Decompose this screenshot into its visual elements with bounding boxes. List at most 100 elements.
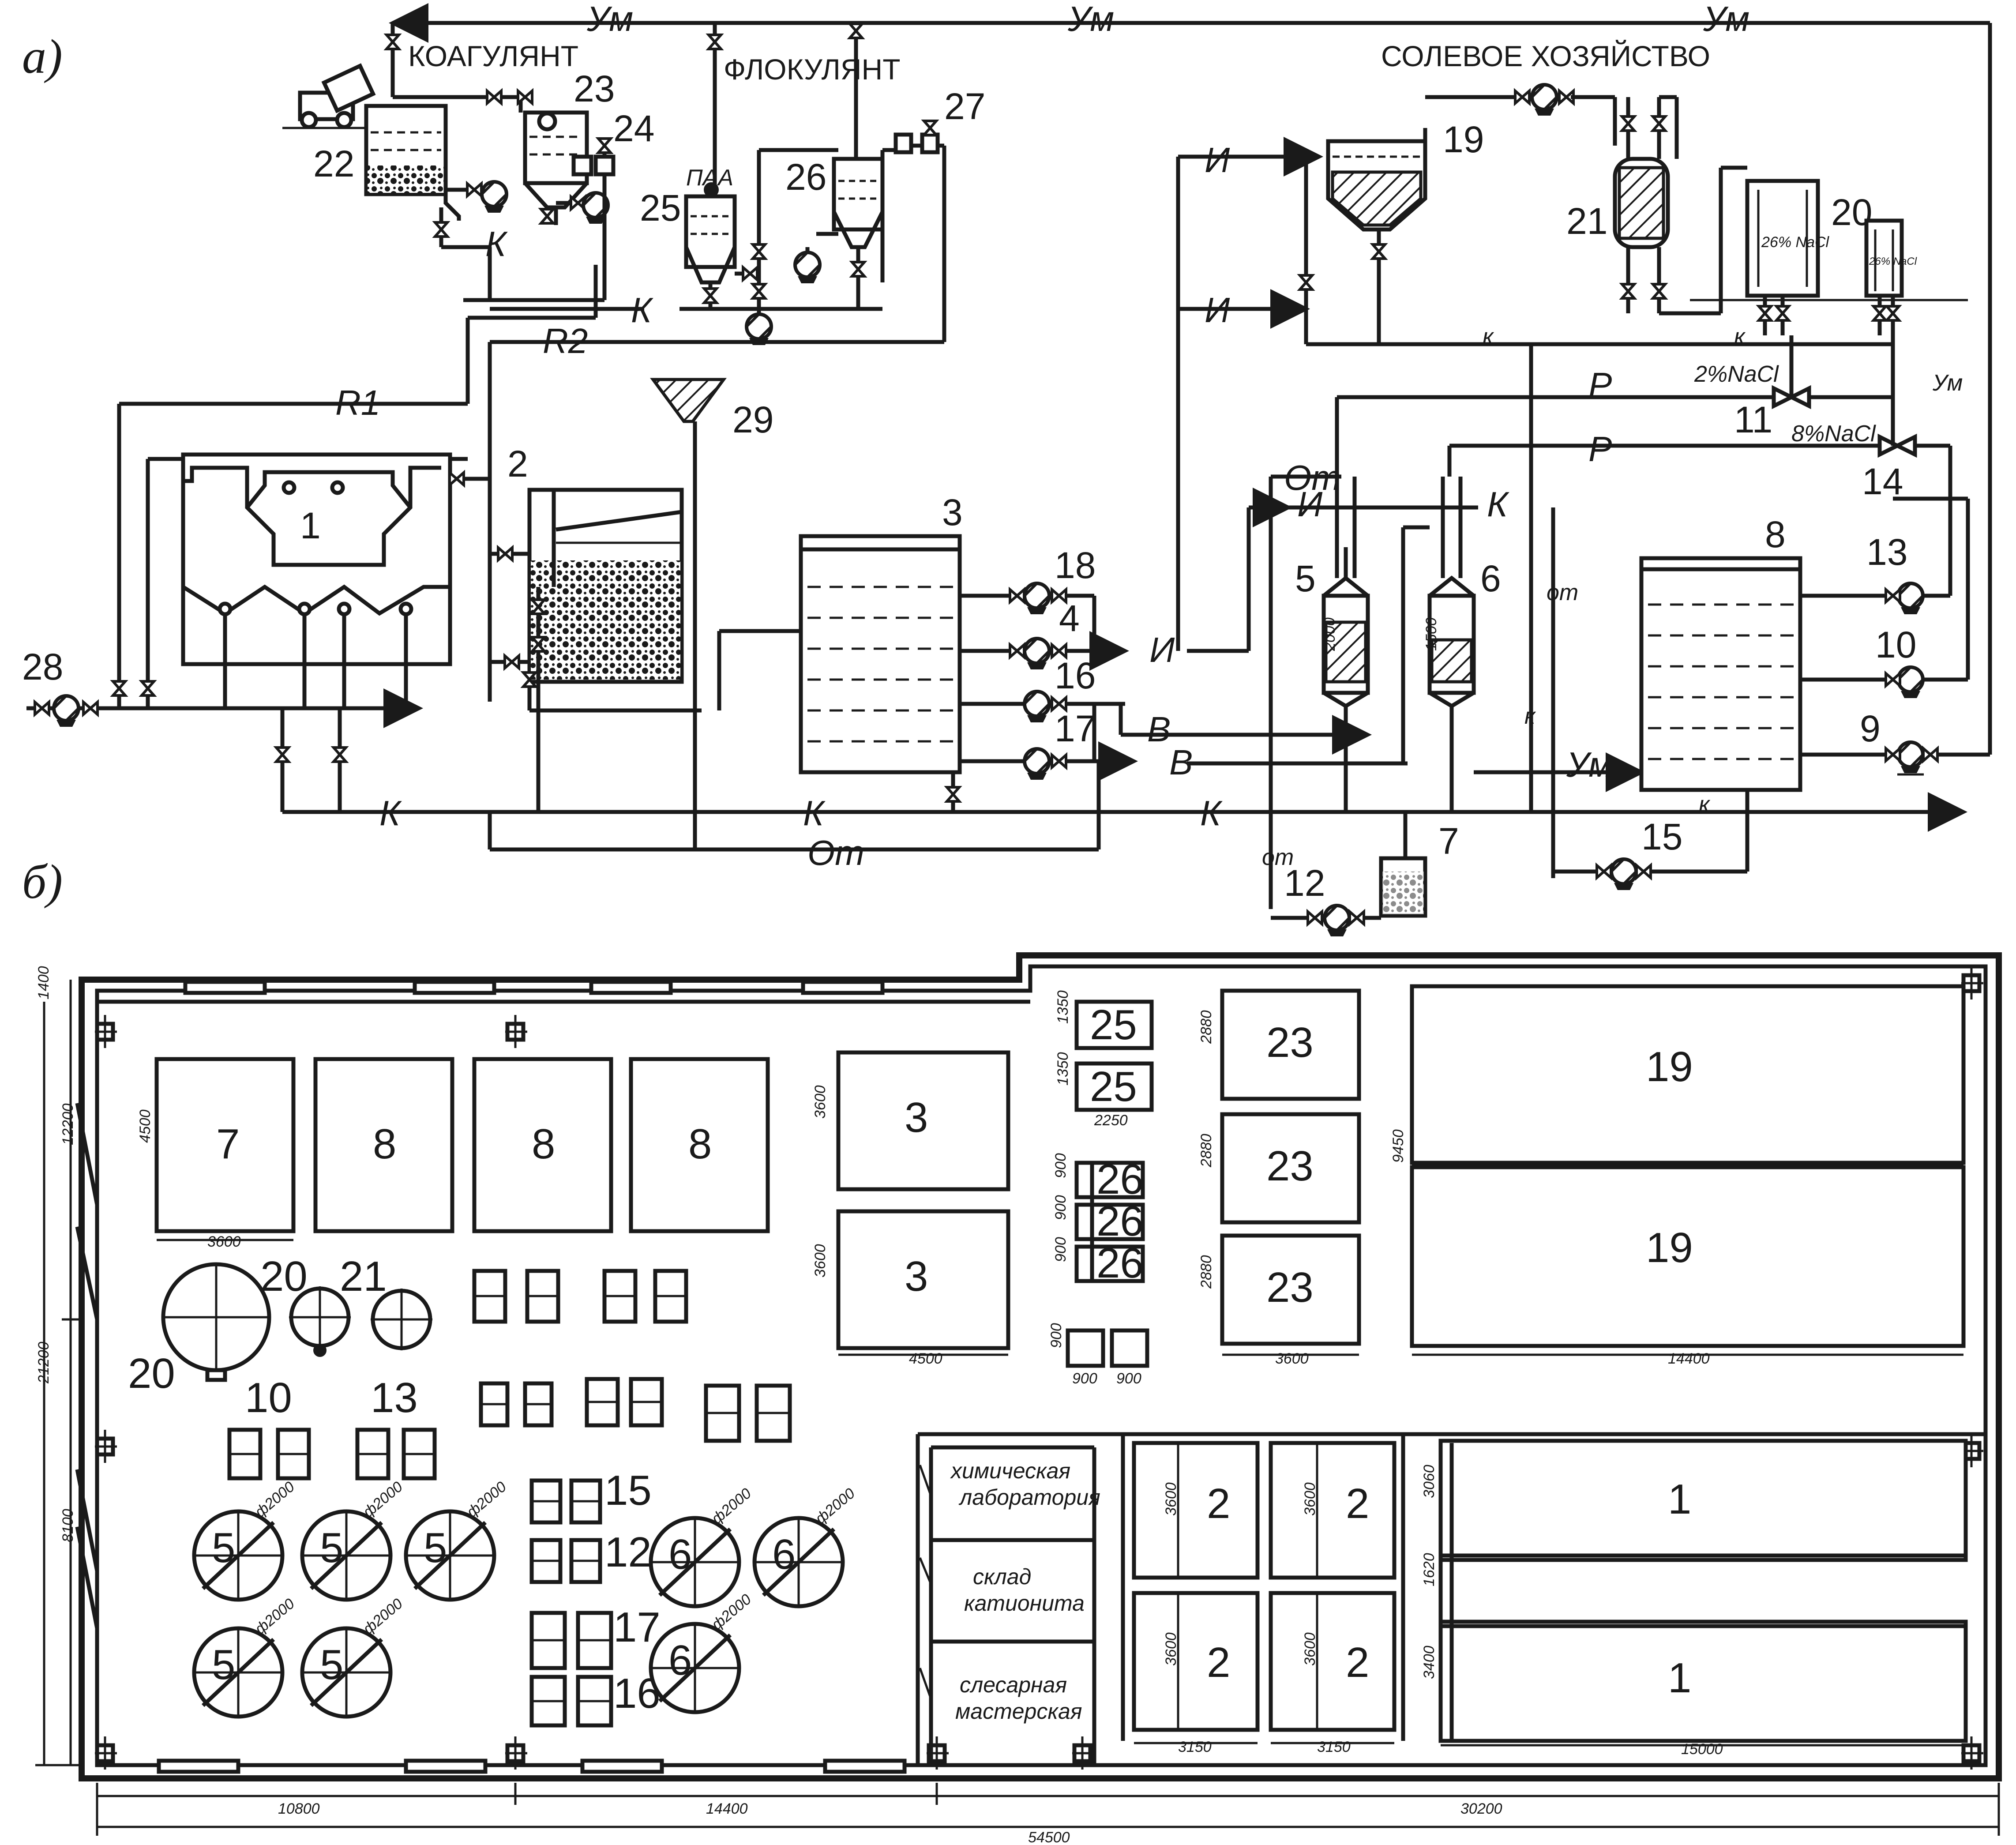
num-17: 17 [1055, 708, 1096, 749]
plan-num-3-a: 3 [905, 1094, 928, 1141]
plan-num-5-d: 5 [212, 1641, 235, 1688]
nacl-2-label: 2%NaCl [1694, 361, 1779, 387]
tank-7 [1379, 856, 1427, 918]
dim-4500-b: 4500 [909, 1350, 942, 1367]
dim-900-b: 900 [1052, 1195, 1069, 1220]
dim-3600-d: 3600 [1275, 1350, 1309, 1367]
dim-1400: 1400 [35, 966, 52, 1000]
line-label-k-6: к [1699, 792, 1711, 817]
dim-900-e: 900 [1116, 1370, 1141, 1387]
plan-num-8-a: 8 [373, 1120, 396, 1168]
plan-num-20-b: 20 [260, 1253, 308, 1300]
line-label-k-2: К [631, 290, 653, 330]
phi-5-d: ф2000 [252, 1595, 298, 1638]
plan-num-5-c: 5 [424, 1524, 447, 1571]
phi-5-b: ф2000 [360, 1478, 406, 1521]
plan-num-2-c: 2 [1207, 1639, 1230, 1686]
dim-1350-a: 1350 [1055, 990, 1071, 1024]
nacl-26-label-1: 26% NaCl [1761, 234, 1830, 251]
plan-num-5-a: 5 [212, 1524, 235, 1571]
softener-5 [1321, 477, 1370, 812]
salt-section-label: СОЛЕВОЕ ХОЗЯЙСТВО [1381, 39, 1710, 72]
line-label-k-10: к [1524, 703, 1536, 729]
num-7: 7 [1438, 820, 1459, 862]
tank-8 [1639, 556, 1802, 792]
plan-num-15: 15 [604, 1467, 652, 1514]
plan-num-6-c: 6 [668, 1637, 692, 1684]
num-12: 12 [1284, 862, 1325, 904]
line-label-k-7: К [1487, 485, 1509, 524]
phi-6-b: ф2000 [812, 1485, 858, 1527]
tank-3 [799, 534, 962, 774]
num-20: 20 [1831, 192, 1872, 233]
num-21: 21 [1566, 200, 1607, 242]
dim-1620: 1620 [1421, 1553, 1438, 1586]
plan-num-1-b: 1 [1668, 1654, 1691, 1702]
line-label-r2: R2 [543, 321, 588, 361]
room-lab-line1: химическая [950, 1458, 1070, 1483]
plan-softeners-5: 5 5 5 5 5 ф2000 ф2000 ф2000 ф2000 ф2000 [192, 1478, 510, 1719]
num-4: 4 [1059, 597, 1080, 639]
dim-900-f: 900 [1048, 1323, 1065, 1348]
dim-3600-b: 3600 [812, 1085, 829, 1119]
dim-900-d: 900 [1072, 1370, 1097, 1387]
mixer-valve-14 [1877, 335, 1952, 596]
plan-num-12: 12 [604, 1529, 652, 1576]
subfigure-label-a: а) [22, 30, 63, 83]
plan-num-23-b: 23 [1266, 1142, 1314, 1190]
room-lab-line2: лаборатория [958, 1485, 1100, 1510]
height-5: 2000 [1321, 617, 1338, 651]
num-18: 18 [1055, 545, 1096, 586]
floor-plan: б) 7 [22, 855, 2002, 1845]
plan-num-5-b: 5 [320, 1524, 343, 1571]
num-14: 14 [1862, 461, 1903, 502]
line-label-um-4: Ум [1566, 745, 1613, 784]
line-label-i-1: И [1149, 630, 1175, 669]
line-label-ot-1: От [807, 833, 864, 872]
plan-num-2-b: 2 [1346, 1480, 1369, 1527]
flow-scheme: а) Ум Ум Ум КОАГУЛЯНТ [22, 0, 1992, 936]
dim-3600-h: 3600 [1302, 1632, 1318, 1666]
num-2: 2 [507, 443, 528, 485]
dim-3600-f: 3600 [1302, 1482, 1318, 1516]
dim-8100: 8100 [60, 1509, 76, 1542]
plan-num-1-a: 1 [1668, 1476, 1691, 1523]
dim-3150-a: 3150 [1178, 1739, 1212, 1755]
line-label-v-1: В [1147, 710, 1171, 749]
mixer-valve-11 [1772, 335, 1893, 410]
line-label-k-3: К [379, 793, 402, 833]
line-label-um-1: Ум [586, 0, 633, 38]
plan-softeners-6: 6 6 6 ф2000 ф2000 ф2000 [649, 1485, 858, 1714]
dim-3600-e: 3600 [1163, 1482, 1179, 1516]
line-label-k-8: к [1483, 324, 1494, 349]
num-25: 25 [640, 187, 681, 229]
num-22: 22 [313, 143, 354, 184]
line-label-i-2: И [1297, 485, 1323, 524]
line-label-ot-3: от [1262, 845, 1294, 870]
num-16: 16 [1055, 655, 1096, 696]
num-29: 29 [732, 399, 773, 440]
num-28: 28 [22, 646, 63, 688]
line-label-k-9: к [1734, 324, 1746, 349]
dim-12200: 12200 [60, 1103, 76, 1145]
num-23: 23 [574, 68, 615, 109]
salt-filter-21 [1613, 97, 1670, 313]
salt-tanks-20: 26% NaCl 26% NaCl [1690, 179, 1968, 301]
coagulant-label: КОАГУЛЯНТ [408, 40, 578, 72]
clarifier-1 [181, 452, 452, 708]
dim-3060: 3060 [1421, 1465, 1438, 1498]
plan-num-6-b: 6 [772, 1531, 796, 1578]
num-1: 1 [300, 505, 321, 546]
plan-num-17: 17 [613, 1604, 661, 1651]
dim-2880-c: 2880 [1198, 1255, 1215, 1289]
line-label-p-2: Р [1588, 429, 1612, 469]
line-label-k-5: К [1200, 793, 1223, 833]
phi-6-a: ф2000 [709, 1485, 755, 1527]
dim-3150-b: 3150 [1317, 1739, 1351, 1755]
num-13: 13 [1866, 531, 1907, 573]
line-label-r1: R1 [335, 383, 380, 422]
phi-5-c: ф2000 [464, 1478, 510, 1521]
funnel-29 [650, 378, 727, 849]
plan-num-20-a: 20 [128, 1350, 175, 1397]
dim-3600-a: 3600 [207, 1233, 241, 1250]
